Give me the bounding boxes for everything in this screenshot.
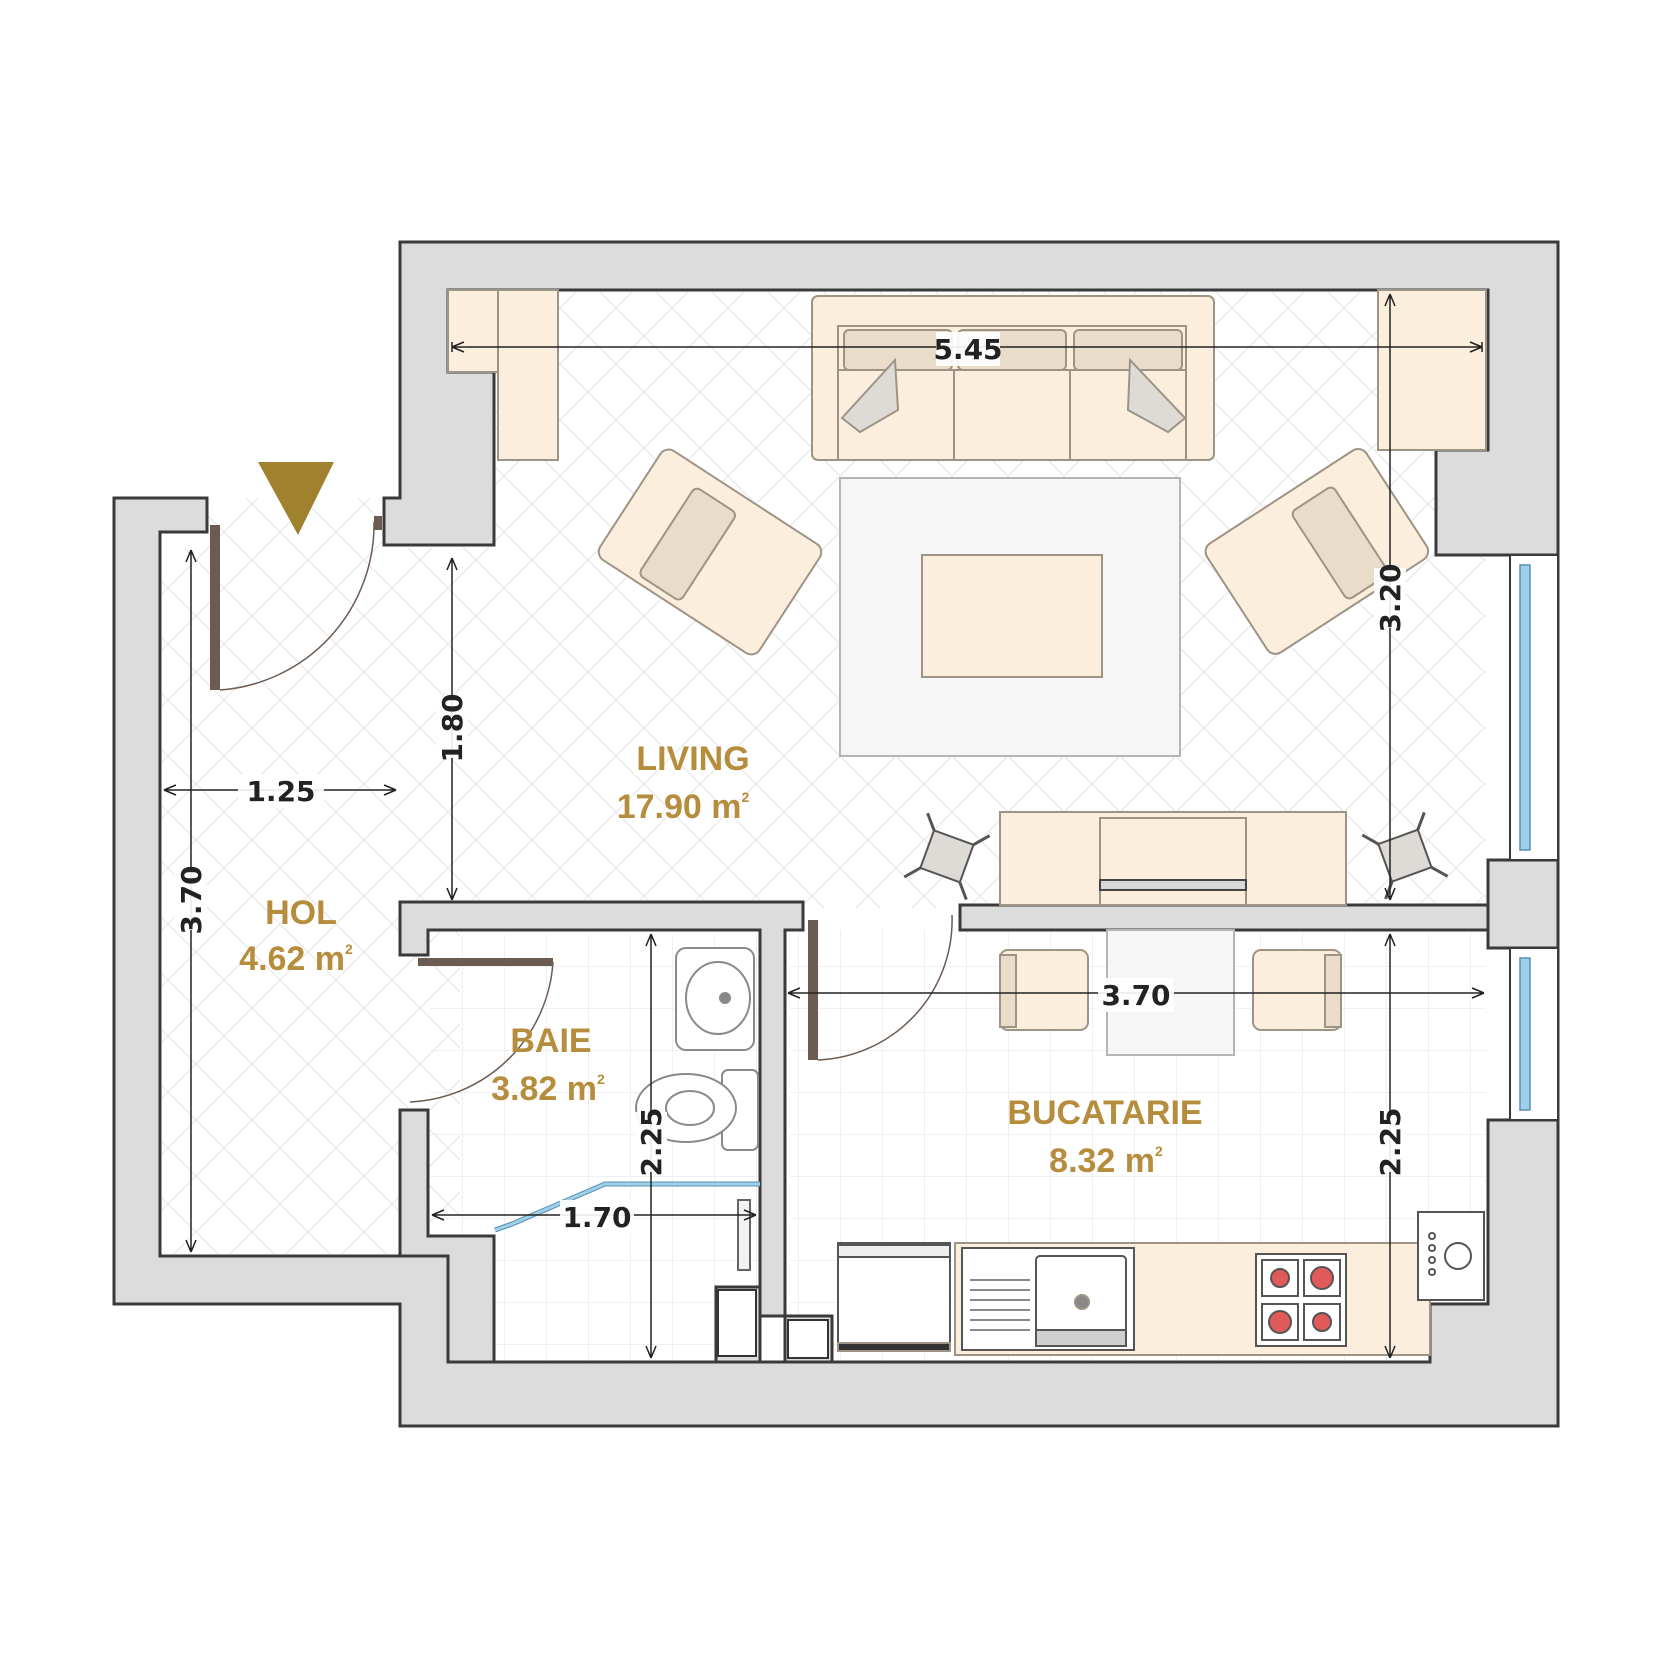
sofa (811, 295, 1215, 461)
kitchen-furniture (787, 929, 1485, 1359)
boiler (1417, 1211, 1485, 1301)
tv-console (999, 811, 1347, 906)
window-jamb-upper (1486, 858, 1560, 950)
shaft-kitchen (787, 1319, 829, 1359)
bath-lower-wall (398, 1108, 496, 1364)
fridge (837, 1242, 951, 1352)
shaft-bath (717, 1289, 757, 1357)
armchair-left (597, 448, 823, 656)
cushion-right (1126, 357, 1187, 434)
entry-door (210, 516, 382, 691)
dim-hol-length: 3.70 (175, 865, 208, 934)
windows (1509, 554, 1559, 1121)
armchair-right (1204, 448, 1430, 655)
dining-chair-left (999, 949, 1089, 1031)
cooktop (1255, 1253, 1347, 1347)
bath-door (409, 958, 554, 1103)
room-area-hol: 4.62 m2 (239, 940, 353, 978)
kitchen-sink (961, 1247, 1135, 1351)
kitchen-door (808, 914, 953, 1061)
dim-hol-opening: 1.80 (436, 693, 469, 762)
dimension-labels: 5.45 3.20 1.80 1.25 3.70 3.70 2.25 2.25 … (175, 332, 1407, 1234)
room-name-living: LIVING (636, 740, 749, 778)
room-labels: LIVING 17.90 m2 HOL 4.62 m2 BAIE 3.82 m2… (239, 740, 1202, 1180)
bath-fixtures (494, 947, 760, 1357)
living-window (1509, 554, 1559, 861)
room-name-hol: HOL (265, 894, 337, 932)
shower-drain (737, 1199, 751, 1271)
kitchen-window-glass (1519, 957, 1531, 1111)
living-kitchen-partition (958, 903, 1490, 932)
chair-living-right (1361, 811, 1449, 900)
doors (210, 462, 953, 1103)
living-window-glass (1519, 564, 1531, 851)
dim-living-depth: 3.20 (1374, 563, 1407, 632)
room-name-baie: BAIE (510, 1022, 591, 1060)
rug (839, 477, 1181, 757)
dim-living-width: 5.45 (933, 333, 1002, 366)
entry-marker-icon (258, 462, 334, 535)
dining-chair-right (1252, 949, 1342, 1031)
room-name-bucatarie: BUCATARIE (1007, 1094, 1202, 1132)
chair-living-left (903, 812, 991, 901)
room-area-living: 17.90 m2 (617, 788, 750, 826)
room-area-bucatarie: 8.32 m2 (1049, 1142, 1163, 1180)
kitchen-window (1509, 947, 1559, 1121)
wardrobe-right (1377, 289, 1487, 451)
cushion-left (840, 357, 900, 434)
dim-hol-width: 1.25 (246, 775, 315, 808)
dim-kitchen-depth: 2.25 (1374, 1107, 1407, 1176)
room-area-baie: 3.82 m2 (491, 1070, 605, 1108)
wardrobe-left-lower (497, 289, 559, 461)
dim-bath-depth: 2.25 (635, 1107, 668, 1176)
dim-kitchen-width: 3.70 (1101, 979, 1170, 1012)
dim-bath-width: 1.70 (562, 1201, 631, 1234)
